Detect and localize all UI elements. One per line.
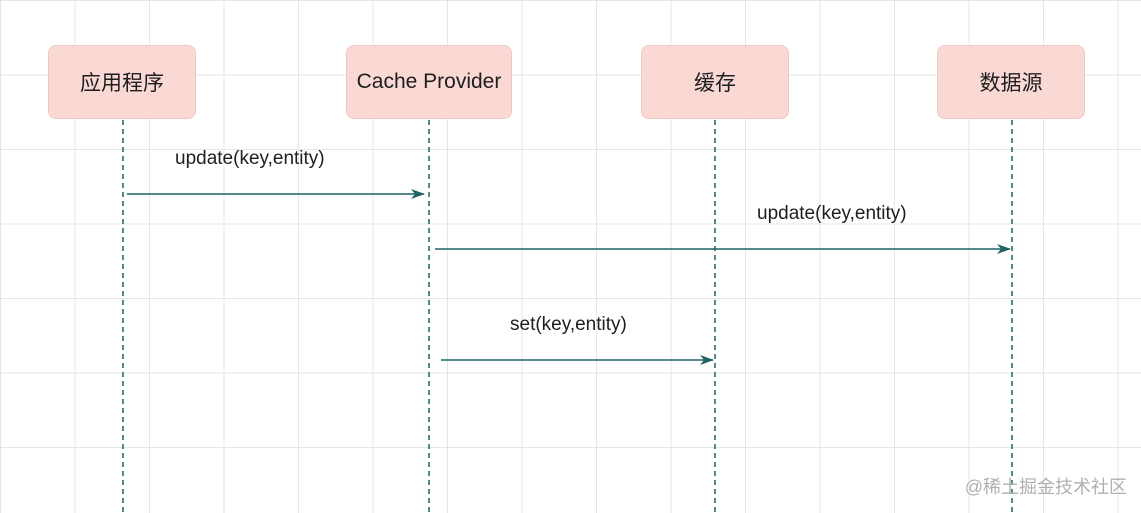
actor-datasource[interactable]: 数据源 — [937, 45, 1085, 119]
actor-cache-provider[interactable]: Cache Provider — [346, 45, 512, 119]
watermark: @稀土掘金技术社区 — [964, 477, 1127, 497]
actor-app[interactable]: 应用程序 — [48, 45, 196, 119]
message-label-update-datasource: update(key,entity) — [757, 203, 907, 224]
actor-cache[interactable]: 缓存 — [641, 45, 789, 119]
message-label-update-app: update(key,entity) — [175, 148, 325, 169]
message-label-set-cache: set(key,entity) — [510, 314, 627, 335]
